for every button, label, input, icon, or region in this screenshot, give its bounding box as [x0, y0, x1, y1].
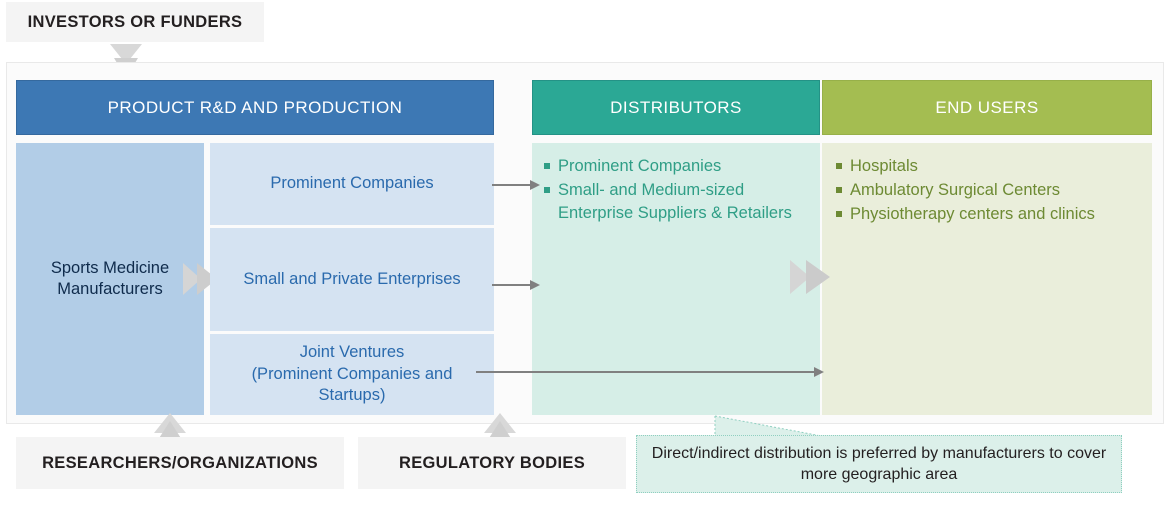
arrow-right-manufacturers-icon — [183, 258, 227, 300]
column-header-product-rnd: PRODUCT R&D AND PRODUCTION — [16, 80, 494, 135]
box-small-private-enterprises: Small and Private Enterprises — [210, 228, 494, 331]
connector-smallprivate-to-distributors-icon — [492, 278, 540, 292]
box-sports-medicine-manufacturers-text: Sports Medicine Manufacturers — [50, 258, 170, 298]
connector-prominent-to-distributors-icon — [492, 178, 540, 192]
panel-end-users: Hospitals Ambulatory Surgical Centers Ph… — [822, 143, 1152, 415]
label-investors-or-funders-text: INVESTORS OR FUNDERS — [27, 12, 243, 31]
list-end-users: Hospitals Ambulatory Surgical Centers Ph… — [836, 155, 1142, 225]
list-item: Ambulatory Surgical Centers — [836, 179, 1142, 202]
arrow-right-distributors-to-endusers-icon — [790, 252, 842, 302]
list-distributors: Prominent Companies Small- and Medium-si… — [544, 155, 810, 224]
connector-jointventures-to-endusers-icon — [476, 365, 824, 379]
box-joint-ventures: Joint Ventures (Prominent Companies and … — [210, 334, 494, 415]
list-item: Small- and Medium-sized Enterprise Suppl… — [544, 179, 810, 225]
box-joint-ventures-line1: Joint Ventures — [299, 342, 405, 361]
box-small-private-enterprises-text: Small and Private Enterprises — [243, 269, 461, 288]
label-regulatory-bodies-text: REGULATORY BODIES — [398, 453, 585, 472]
column-header-end-users-text: END USERS — [935, 97, 1039, 117]
callout-distribution-note: Direct/indirect distribution is preferre… — [636, 435, 1122, 493]
list-item: Prominent Companies — [544, 155, 810, 178]
callout-distribution-note-text: Direct/indirect distribution is preferre… — [651, 444, 1107, 483]
box-prominent-companies: Prominent Companies — [210, 143, 494, 225]
box-prominent-companies-text: Prominent Companies — [270, 174, 434, 193]
box-joint-ventures-line3: Startups) — [318, 386, 386, 405]
label-researchers-organizations: RESEARCHERS/ORGANIZATIONS — [16, 437, 344, 489]
list-item: Hospitals — [836, 155, 1142, 178]
column-header-product-rnd-text: PRODUCT R&D AND PRODUCTION — [107, 97, 403, 117]
list-item: Physiotherapy centers and clinics — [836, 203, 1142, 226]
label-regulatory-bodies: REGULATORY BODIES — [358, 437, 626, 489]
label-researchers-organizations-text: RESEARCHERS/ORGANIZATIONS — [42, 453, 318, 472]
label-investors-or-funders: INVESTORS OR FUNDERS — [6, 2, 264, 42]
box-joint-ventures-line2: (Prominent Companies and — [251, 364, 453, 383]
column-header-distributors: DISTRIBUTORS — [532, 80, 820, 135]
box-sports-medicine-manufacturers: Sports Medicine Manufacturers — [16, 143, 204, 415]
panel-distributors: Prominent Companies Small- and Medium-si… — [532, 143, 820, 415]
column-header-end-users: END USERS — [822, 80, 1152, 135]
column-header-distributors-text: DISTRIBUTORS — [610, 97, 742, 117]
